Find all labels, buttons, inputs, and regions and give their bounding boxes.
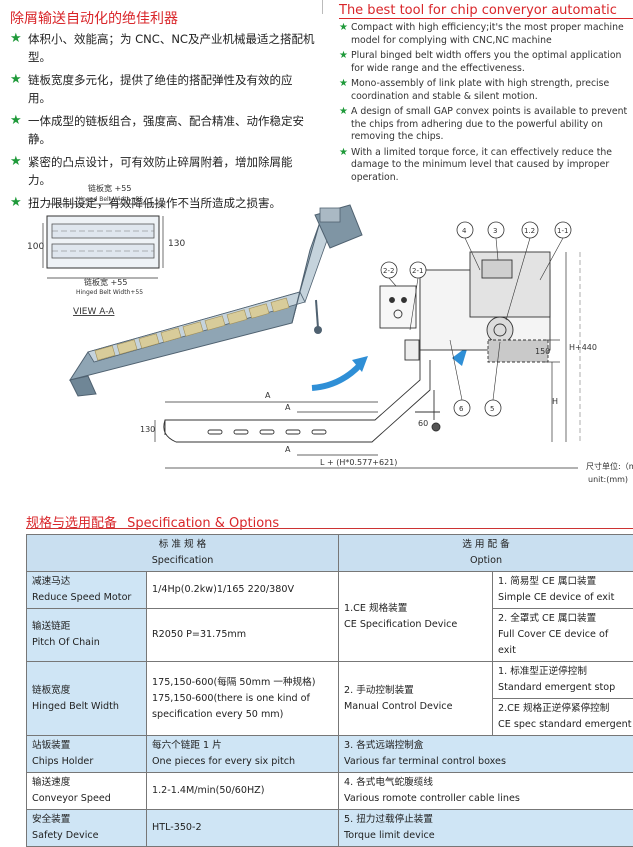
dim-a-top: A	[265, 391, 271, 400]
callout-6: 6	[459, 405, 464, 413]
dim-l: L + (H*0.577+621)	[320, 458, 397, 467]
row-label: 链板宽度 Hinged Belt Width	[27, 662, 147, 736]
cn-feature: ★体积小、效能高；为 CNC、NC及产业机械最适之搭配机型。	[10, 30, 315, 66]
unit-en: unit:(mm)	[588, 475, 628, 484]
top-label-cn: 链板宽 +55	[88, 183, 131, 193]
dim-a-bottom: A	[285, 445, 291, 454]
star-icon: ★	[339, 50, 348, 63]
spec-underline	[26, 528, 633, 529]
dim-100: 100	[27, 242, 44, 252]
star-icon: ★	[339, 147, 348, 160]
dim-130: 130	[168, 239, 185, 249]
option-ce: 1.CE 规格装置 CE Specification Device	[339, 572, 493, 662]
star-icon: ★	[10, 71, 22, 89]
row-label: 减速马达 Reduce Speed Motor	[27, 572, 147, 609]
dim-130b: 130	[140, 425, 155, 434]
table-row: 链板宽度 Hinged Belt Width 175,150-600(每隔 50…	[27, 662, 633, 699]
row-value: 175,150-600(每隔 50mm 一种规格) 175,150-600(th…	[147, 662, 339, 736]
head-spec: 标 准 规 格 Specification	[27, 535, 339, 572]
en-feature: ★A design of small GAP convex points is …	[339, 106, 633, 144]
en-feature: ★Plural binged belt width offers you the…	[339, 50, 633, 75]
row-label: 站钣装置 Chips Holder	[27, 736, 147, 773]
star-icon: ★	[339, 78, 348, 91]
title-underline	[339, 18, 633, 19]
en-feature: ★Mono-assembly of link plate with high s…	[339, 78, 633, 103]
star-icon: ★	[10, 112, 22, 130]
callout-5: 5	[490, 405, 494, 413]
en-feature: ★With a limited torque force, it can eff…	[339, 147, 633, 185]
star-icon: ★	[10, 153, 22, 171]
row-value: 1/4Hp(0.2kw)1/165 220/380V	[147, 572, 339, 609]
table-row: 输送链距 Pitch Of Chain R2050 P=31.75mm 2. 全…	[27, 609, 633, 662]
row-value: HTL-350-2	[147, 810, 339, 847]
callout-2-2: 2-2	[383, 267, 394, 275]
view-label: VIEW A-A	[73, 307, 115, 317]
option-manual-sub2: 2.CE 规格正逆停紧停控制 CE spec standard emergent	[493, 699, 633, 736]
option-3: 3. 各式远端控制盒 Various far terminal control …	[339, 736, 633, 773]
callout-2-1: 2-1	[412, 267, 423, 275]
option-manual: 2. 手动控制装置 Manual Control Device	[339, 662, 493, 736]
dim-60: 60	[418, 419, 428, 428]
row-label: 安全装置 Safety Device	[27, 810, 147, 847]
option-manual-sub1: 1. 标准型正逆停控制 Standard emergent stop	[493, 662, 633, 699]
spec-table: 标 准 规 格 Specification 选 用 配 备 Option 减速马…	[26, 534, 633, 847]
dim-h: H	[552, 397, 558, 406]
option-ce-sub1: 1. 简易型 CE 属口装置 Simple CE device of exit	[493, 572, 633, 609]
row-label: 输送速度 Conveyor Speed	[27, 773, 147, 810]
callout-1-2: 1.2	[524, 227, 535, 235]
table-row: 输送速度 Conveyor Speed 1.2-1.4M/min(50/60HZ…	[27, 773, 633, 810]
callout-1-1: 1-1	[557, 227, 568, 235]
star-icon: ★	[339, 106, 348, 119]
row-value: 1.2-1.4M/min(50/60HZ)	[147, 773, 339, 810]
star-icon: ★	[339, 22, 348, 35]
en-feature-list: ★Compact with high efficiency;it's the m…	[339, 22, 633, 187]
dim-a-mid: A	[285, 403, 291, 412]
table-row: 站钣装置 Chips Holder 每六个链距 1 片 One pieces f…	[27, 736, 633, 773]
cn-title: 除屑输送自动化的绝佳利器	[10, 8, 178, 28]
view-aa-section: 链板宽 +55 Hinged Belt Width+55 100 130 链板宽…	[27, 183, 185, 317]
bottom-label-en: Hinged Belt Width+55	[76, 289, 143, 296]
row-value: 每六个链距 1 片 One pieces for every six pitch	[147, 736, 339, 773]
option-4: 4. 各式电气蛇腹缆线 Various romote controller ca…	[339, 773, 633, 810]
cn-feature: ★链板宽度多元化，提供了绝佳的搭配弹性及有效的应用。	[10, 71, 315, 107]
table-row: 减速马达 Reduce Speed Motor 1/4Hp(0.2kw)1/16…	[27, 572, 633, 609]
star-icon: ★	[10, 30, 22, 48]
conveyor-diagram: 链板宽 +55 Hinged Belt Width+55 100 130 链板宽…	[0, 180, 633, 505]
flow-arrow	[312, 365, 360, 388]
row-value: R2050 P=31.75mm	[147, 609, 339, 662]
callout-4: 4	[462, 227, 467, 235]
option-ce-sub2: 2. 全罩式 CE 属口装置 Full Cover CE device of e…	[493, 609, 633, 662]
table-row: 安全装置 Safety Device HTL-350-2 5. 扭力过载停止装置…	[27, 810, 633, 847]
callout-3: 3	[493, 227, 497, 235]
top-label-en: Hinged Belt Width+55	[76, 196, 143, 203]
bottom-label-cn: 链板宽 +55	[84, 277, 127, 287]
en-feature: ★Compact with high efficiency;it's the m…	[339, 22, 633, 47]
head-option: 选 用 配 备 Option	[339, 535, 633, 572]
cn-feature: ★一体成型的链板组合，强度高、配合精准、动作稳定安静。	[10, 112, 315, 148]
table-header-row: 标 准 规 格 Specification 选 用 配 备 Option	[27, 535, 633, 572]
dim-h440: H+440	[569, 343, 597, 352]
divider	[322, 0, 323, 14]
option-5: 5. 扭力过载停止装置 Torque limit device	[339, 810, 633, 847]
en-title: The best tool for chip converyor automat…	[339, 3, 617, 18]
row-label: 输送链距 Pitch Of Chain	[27, 609, 147, 662]
belt-width-value: 175,150-600(每隔 50mm 一种规格) 175,150-600(th…	[152, 675, 333, 723]
unit-cn: 尺寸单位:（mm)	[586, 461, 633, 471]
dim-150: 150	[535, 347, 550, 356]
